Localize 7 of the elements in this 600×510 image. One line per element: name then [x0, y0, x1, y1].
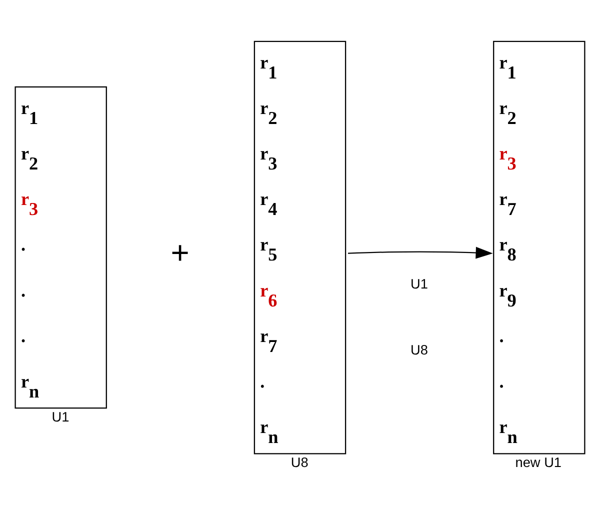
arrow — [348, 246, 493, 258]
label: + — [170, 234, 190, 270]
node-label: new U1 — [515, 454, 562, 470]
node-label: U8 — [290, 454, 308, 470]
node-label: U1 — [52, 408, 70, 424]
label: U8 — [410, 342, 428, 358]
label: U1 — [410, 276, 428, 292]
